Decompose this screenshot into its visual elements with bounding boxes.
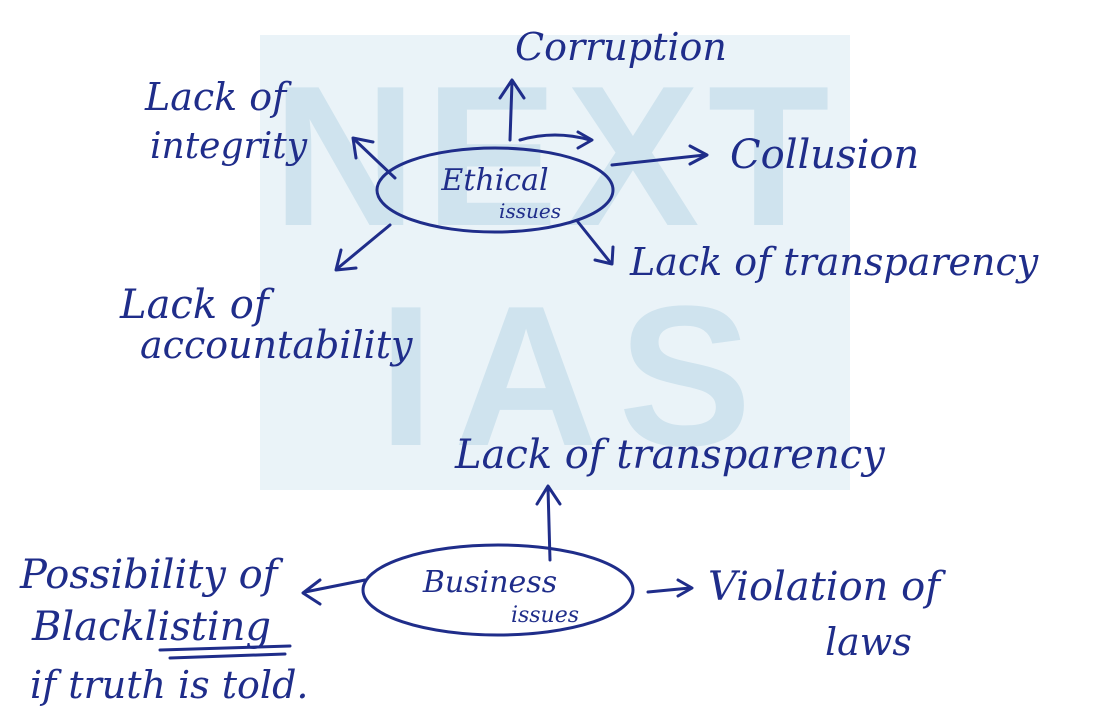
arrow-to-corruption — [508, 80, 514, 142]
ethical-issues-label-1: Ethical — [440, 163, 548, 198]
ethical-issues-ellipse — [375, 146, 615, 234]
arrowhead-accountability — [334, 248, 358, 272]
top-arc-arrow — [518, 133, 592, 142]
arrow-to-blacklisting — [303, 578, 367, 594]
arrow-to-transparency — [576, 220, 612, 264]
business-issues-label-2: issues — [511, 603, 579, 628]
accountability-label-1: Lack of — [119, 282, 275, 328]
collusion-label: Collusion — [730, 132, 919, 178]
violation-label-2: laws — [825, 620, 912, 664]
violation-label-1: Violation of — [708, 564, 946, 610]
arrowhead-transparency — [593, 245, 615, 266]
blacklisting-label-2: Blacklisting — [31, 604, 271, 650]
arrow-to-violation — [646, 586, 692, 594]
watermark-panel — [260, 35, 850, 490]
arrowhead-corruption — [498, 78, 526, 100]
accountability-label-2: accountability — [140, 323, 413, 367]
arrowhead-integrity — [351, 136, 375, 160]
arrowhead-business-transparency — [535, 484, 562, 506]
business-issues-diagram: Lack of transparency Business issues Vio… — [19, 432, 946, 707]
transparency-label-1: Lack of transparency — [629, 240, 1039, 284]
business-issues-ellipse — [361, 543, 635, 637]
blacklisting-underline-2 — [168, 652, 287, 660]
arrowhead-blacklisting — [301, 578, 322, 606]
ethical-issues-label-2: issues — [499, 199, 561, 223]
watermark: NEXT IAS — [260, 35, 850, 490]
blacklisting-label-3: if truth is told. — [30, 663, 308, 707]
corruption-label: Corruption — [515, 25, 727, 69]
arrowhead-violation — [676, 578, 694, 598]
watermark-top: NEXT — [272, 45, 837, 268]
arrow-to-collusion — [610, 153, 707, 167]
blacklisting-label-1: Possibility of — [19, 552, 284, 598]
business-transparency-label: Lack of transparency — [454, 432, 886, 478]
arrow-to-integrity — [353, 138, 397, 180]
ethical-issues-diagram: Ethical issues Corruption Collusion Lack… — [119, 25, 1039, 367]
blacklisting-underline-1 — [158, 644, 292, 652]
watermark-bottom: IAS — [378, 265, 771, 488]
business-issues-label-1: Business — [422, 565, 557, 600]
arrow-to-accountability — [336, 223, 392, 270]
integrity-label-1: Lack of — [144, 75, 292, 119]
top-arc-arrowhead — [576, 130, 594, 150]
integrity-label-2: integrity — [150, 126, 308, 167]
arrowhead-collusion — [688, 144, 709, 166]
